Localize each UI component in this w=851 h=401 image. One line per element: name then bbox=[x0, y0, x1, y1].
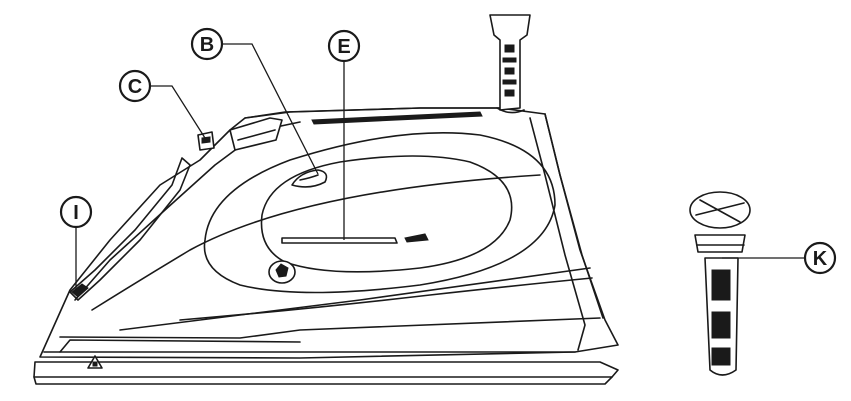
callout-b: B bbox=[190, 27, 319, 175]
soleplate bbox=[33, 361, 619, 385]
callout-e: E bbox=[327, 29, 361, 240]
spray-button bbox=[291, 169, 328, 188]
callout-k: K bbox=[722, 241, 837, 275]
hot-surface-warning-icon bbox=[87, 355, 103, 369]
hand-press-button-icon bbox=[275, 263, 289, 278]
svg-text:E: E bbox=[337, 36, 350, 58]
svg-text:K: K bbox=[813, 248, 828, 270]
svg-text:B: B bbox=[200, 34, 214, 56]
cord-guard bbox=[489, 14, 531, 114]
handle-controls bbox=[197, 117, 283, 151]
anti-calc-cartridge bbox=[689, 191, 751, 376]
indicator-light bbox=[71, 283, 89, 298]
svg-text:C: C bbox=[128, 76, 142, 98]
svg-text:I: I bbox=[73, 202, 79, 224]
iron-body bbox=[39, 107, 619, 359]
water-tank-window bbox=[203, 131, 556, 294]
callout-c: C bbox=[118, 69, 206, 139]
steam-burst-button bbox=[268, 260, 296, 284]
callout-i: I bbox=[59, 195, 93, 290]
